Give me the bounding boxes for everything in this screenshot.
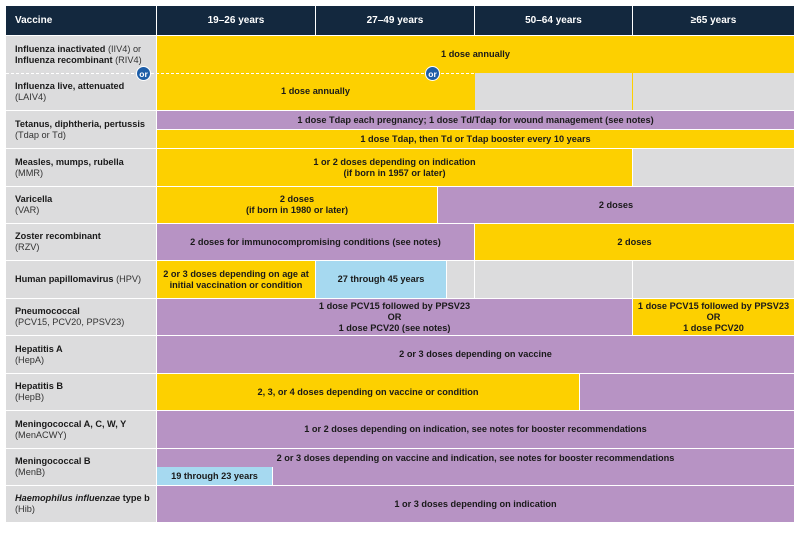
schedule-bar-hepatitis-a: 2 or 3 doses depending on vaccine (157, 336, 794, 373)
schedule-bar-influenza-live: 1 dose annually (281, 86, 350, 96)
schedule-bar-hpv-none-65 (633, 261, 794, 298)
schedule-bar-influenza-inactivated: 1 dose annually (441, 49, 510, 59)
vaccine-label-hepatitis-b: Hepatitis B (HepB) (6, 374, 156, 410)
header-age-19-26: 19–26 years (157, 6, 315, 35)
vaccine-label-influenza-inactivated: Influenza inactivated (IIV4) or Influenz… (6, 36, 156, 73)
vaccine-label-zoster: Zoster recombinant (RZV) (6, 224, 156, 260)
schedule-bar-varicella-born-1980: 2 doses (if born in 1980 or later) (157, 187, 437, 223)
or-badge-label-column: or (136, 66, 151, 81)
schedule-bar-tdap-pregnancy: 1 dose Tdap each pregnancy; 1 dose Td/Td… (157, 111, 794, 129)
vaccine-label-menacwy: Meningococcal A, C, W, Y (MenACWY) (6, 411, 156, 448)
header-age-65-plus: ≥65 years (633, 6, 794, 35)
vaccine-label-hpv: Human papillomavirus (HPV) (6, 261, 156, 298)
schedule-bar-hpv-19-26: 2 or 3 doses depending on age at initial… (157, 261, 315, 298)
vaccine-label-hepatitis-a: Hepatitis A (HepA) (6, 336, 156, 373)
schedule-bar-zoster-2-doses: 2 doses (475, 224, 794, 260)
vaccine-label-hib: Haemophilus influenzae type b (Hib) (6, 486, 156, 522)
vaccine-label-tdap: Tetanus, diphtheria, pertussis (Tdap or … (6, 111, 156, 148)
schedule-bar-varicella-2-doses: 2 doses (438, 187, 794, 223)
schedule-bar-influenza-live-none-50-64 (475, 73, 632, 110)
vaccine-label-varicella: Varicella (VAR) (6, 187, 156, 223)
vaccine-label-pneumococcal: Pneumococcal (PCV15, PCV20, PPSV23) (6, 299, 156, 335)
header-age-50-64: 50–64 years (475, 6, 632, 35)
header-vaccine: Vaccine (6, 6, 156, 35)
schedule-bar-pneumococcal-65: 1 dose PCV15 followed by PPSV23 OR 1 dos… (633, 299, 794, 335)
or-badge-bar: or (425, 66, 440, 81)
schedule-bar-hpv-none-46-49 (447, 261, 474, 298)
vaccine-label-menb: Meningococcal B (MenB) (6, 449, 156, 485)
schedule-bar-menacwy: 1 or 2 doses depending on indication, se… (157, 411, 794, 448)
vaccine-label-influenza-live: Influenza live, attenuated (LAIV4) (6, 73, 156, 110)
schedule-bar-hepatitis-b-risk (580, 374, 794, 410)
schedule-bar-pneumococcal-under-65: 1 dose PCV15 followed by PPSV23 OR 1 dos… (157, 299, 632, 335)
schedule-bar-hpv-none-50-64 (475, 261, 632, 298)
schedule-bar-mmr: 1 or 2 doses depending on indication (if… (157, 149, 632, 186)
schedule-bar-menb-lower-rest (273, 467, 794, 485)
schedule-bar-mmr-none (633, 149, 794, 186)
schedule-bar-tdap-booster: 1 dose Tdap, then Td or Tdap booster eve… (157, 130, 794, 148)
schedule-bar-hepatitis-b: 2, 3, or 4 doses depending on vaccine or… (157, 374, 579, 410)
vaccine-label-mmr: Measles, mumps, rubella (MMR) (6, 149, 156, 186)
schedule-bar-zoster-immunocompromised: 2 doses for immunocompromising condition… (157, 224, 474, 260)
schedule-bar-menb-19-23: 19 through 23 years (157, 467, 272, 485)
header-age-27-49: 27–49 years (316, 6, 474, 35)
schedule-bar-hpv-27-45: 27 through 45 years (316, 261, 446, 298)
schedule-bar-menb-indication: 2 or 3 doses depending on vaccine and in… (157, 449, 794, 467)
schedule-bar-influenza-live-none-65 (633, 73, 794, 110)
schedule-bar-hib: 1 or 3 doses depending on indication (157, 486, 794, 522)
or-divider-line (6, 73, 474, 74)
